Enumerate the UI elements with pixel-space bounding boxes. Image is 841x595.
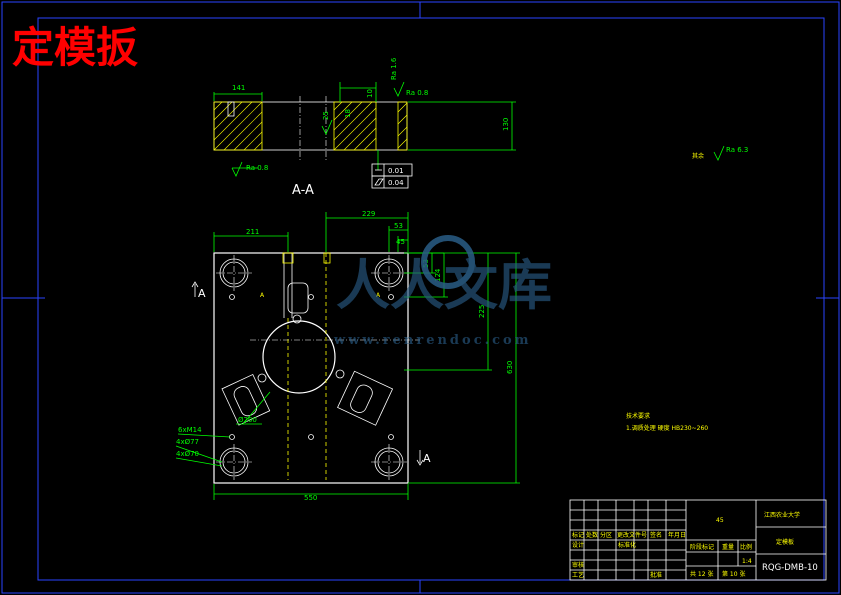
tb-mark-label: 标记	[572, 531, 584, 539]
screw-hole-6	[308, 434, 314, 440]
sprue-channel-top	[282, 252, 294, 264]
roughness-symbol-bottom	[231, 161, 243, 177]
dim-130: 130	[502, 118, 510, 131]
tb-standard-label: 标准化	[618, 541, 636, 549]
dim-141: 141	[232, 84, 245, 92]
dim-225: 225	[478, 305, 486, 318]
main-plate-view: A A	[213, 252, 420, 484]
ra-08-top: Ra 0.8	[406, 89, 428, 97]
sprue-channel-top-right	[323, 252, 331, 264]
guide-hole-top-right	[371, 255, 407, 291]
guide-hole-top-left	[216, 255, 252, 291]
tb-part-name: 定模板	[776, 538, 794, 546]
tb-drawing-no: RQG-DMB-10	[762, 563, 818, 573]
roughness-symbol-other	[713, 145, 725, 161]
tb-weight-label: 重量	[722, 543, 734, 551]
tb-change-label: 更改文件号	[617, 531, 647, 539]
leader-70	[175, 457, 223, 467]
ra-16-vertical: Ra 1.6	[390, 57, 398, 80]
other-surfaces-label: 其余	[692, 152, 704, 160]
watermark-text: 人人文库	[336, 253, 552, 317]
section-label: A-A	[292, 183, 314, 198]
parallel-icon	[374, 178, 384, 186]
dim-53: 53	[394, 222, 403, 230]
hole-77: 4xØ77	[176, 438, 199, 446]
dim-18: 18	[344, 109, 352, 118]
tb-approve-label: 批准	[650, 571, 662, 579]
tb-stage-label: 阶段标记	[690, 543, 714, 551]
watermark-url: www.renrendoc.com	[333, 333, 531, 348]
slider-slot-top	[287, 282, 309, 314]
screw-hole-1	[229, 294, 235, 300]
leader-200	[242, 391, 271, 425]
drawing-title: 定模扳	[12, 23, 138, 72]
dim-211: 211	[246, 228, 259, 236]
roughness-symbol-top	[393, 81, 405, 97]
leader-77	[175, 445, 223, 463]
tb-zone-label: 分区	[600, 531, 612, 539]
slider-slot-left	[221, 373, 271, 426]
section-screw-hole	[227, 101, 235, 117]
hole-70: 4xØ70	[176, 450, 199, 458]
dim-25: 25	[322, 111, 330, 120]
tb-sign-label: 签名	[650, 531, 662, 539]
dim-10: 10	[366, 89, 374, 98]
tb-count-label: 处数	[586, 531, 598, 539]
central-bore	[262, 320, 336, 394]
slider-slot-right	[337, 370, 394, 426]
hole-m14: 6xM14	[178, 426, 202, 434]
watermark: 人人文库 www.renrendoc.com	[333, 235, 552, 348]
inner-frame	[37, 17, 825, 581]
section-marker-a1: A	[416, 450, 431, 466]
view-mark-a: A	[198, 287, 206, 300]
leader-m14	[177, 433, 231, 438]
tb-date-label: 年月日	[668, 531, 686, 539]
screw-hole-2	[388, 294, 394, 300]
tb-sheet-no: 第 10 张	[722, 570, 745, 578]
section-hatch-left	[213, 101, 263, 151]
watermark-logo	[421, 235, 475, 289]
tech-req-line1: 1.调质处理 硬度 HB230~260	[626, 424, 708, 432]
tb-material: 45	[716, 517, 724, 524]
screw-hole-4	[388, 434, 394, 440]
tb-scale-value: 1:4	[742, 558, 752, 565]
tolerance-flatness-value: 0.01	[388, 167, 404, 175]
dim-229: 229	[362, 210, 375, 218]
section-marker-a: A	[191, 281, 206, 300]
ra-63: Ra 6.3	[726, 146, 748, 154]
guide-hole-bottom-right	[371, 444, 407, 480]
dim-45: 45	[396, 238, 405, 246]
tb-design-label: 设计	[572, 541, 584, 549]
center-mark-a2: A	[376, 292, 381, 299]
center-mark-a: A	[260, 292, 265, 299]
view-mark-a1: A	[423, 452, 431, 465]
plate-outline	[213, 252, 409, 484]
title-block	[569, 499, 827, 581]
tb-university: 江西农业大学	[764, 511, 800, 519]
screw-hole-5	[308, 294, 314, 300]
dim-550: 550	[304, 494, 317, 502]
tb-review-label: 审核	[572, 561, 584, 569]
section-a-a-view: 141 130 10 18 25 Ra 0.8 Ra 1.6 Ra 0.8 0.…	[213, 57, 516, 198]
section-hatch-right	[397, 101, 408, 151]
tb-process-label: 工艺	[572, 571, 584, 579]
roughness-symbol-middle	[321, 119, 333, 135]
tb-scale-label: 比例	[740, 543, 752, 551]
tech-req-heading: 技术要求	[626, 412, 650, 420]
dim-124: 124	[434, 268, 442, 282]
section-outline	[213, 101, 408, 151]
section-hatch-left-lines	[213, 101, 263, 151]
dim-630: 630	[506, 361, 514, 374]
section-hatch-middle-lines	[333, 101, 377, 151]
dim-200: Ø200	[238, 416, 257, 424]
tolerance-frame-parallel	[371, 175, 409, 189]
tolerance-parallel-value: 0.04	[388, 179, 404, 187]
tb-sheet-total: 共 12 张	[690, 570, 713, 578]
screw-hole-3	[229, 434, 235, 440]
section-hatch-middle	[333, 101, 377, 151]
